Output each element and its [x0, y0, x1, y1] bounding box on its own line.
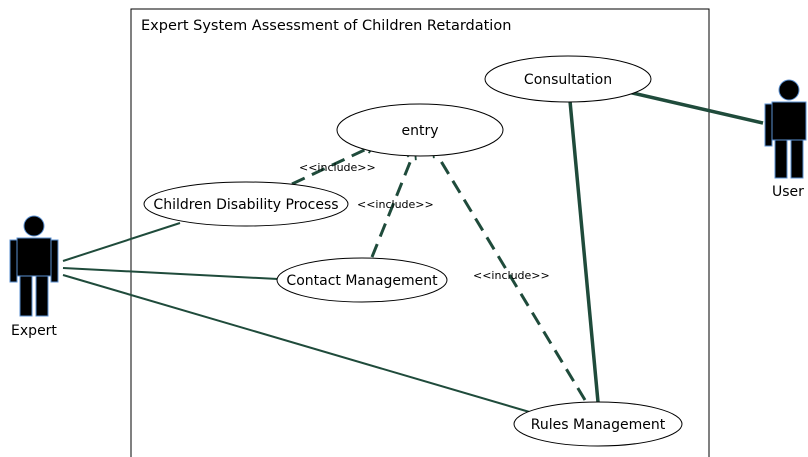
actor-body — [16, 237, 52, 277]
association-expert-contact-management — [62, 267, 279, 280]
system-boundary — [130, 8, 710, 457]
actor-expert[interactable] — [9, 215, 59, 317]
use-case-label: Children Disability Process — [153, 197, 338, 213]
include-arrow-contact-management — [370, 150, 415, 258]
actor-left-leg — [774, 139, 788, 179]
use-case-children-disability-process[interactable]: Children Disability Process — [143, 181, 349, 227]
actor-right-leg — [790, 139, 804, 179]
actor-right-arm — [50, 239, 59, 283]
use-case-label: Consultation — [524, 72, 612, 88]
use-case-label: entry — [401, 123, 438, 139]
actor-body — [771, 101, 807, 141]
actor-left-arm — [9, 239, 18, 283]
include-label: <<include>> — [473, 269, 550, 282]
association-user-consultation — [627, 90, 764, 125]
association-expert-rules-management — [62, 274, 534, 414]
use-case-contact-management[interactable]: Contact Management — [276, 257, 448, 303]
associations — [62, 90, 764, 414]
association-expert-children-disability — [62, 222, 181, 262]
use-case-label: Rules Management — [531, 417, 666, 433]
actor-left-arm — [764, 103, 773, 147]
use-case-entry[interactable]: entry — [336, 103, 504, 157]
actor-left-leg — [19, 275, 33, 317]
include-arrow-rules-management — [431, 148, 587, 401]
include-relations — [291, 143, 587, 401]
association-consultation-rules-management — [568, 100, 600, 403]
actor-head — [23, 215, 45, 237]
use-case-label: Contact Management — [286, 273, 438, 289]
include-label: <<include>> — [357, 198, 434, 211]
actor-right-leg — [35, 275, 49, 317]
system-title: Expert System Assessment of Children Ret… — [141, 18, 511, 34]
include-arrow-children-disability — [291, 143, 375, 186]
actor-head — [778, 79, 800, 101]
actor-user[interactable] — [764, 79, 807, 179]
use-case-consultation[interactable]: Consultation — [484, 55, 652, 103]
actor-expert-label: Expert — [11, 323, 57, 339]
actor-user-label: User — [772, 184, 804, 200]
use-case-rules-management[interactable]: Rules Management — [513, 401, 683, 447]
include-label: <<include>> — [299, 161, 376, 174]
